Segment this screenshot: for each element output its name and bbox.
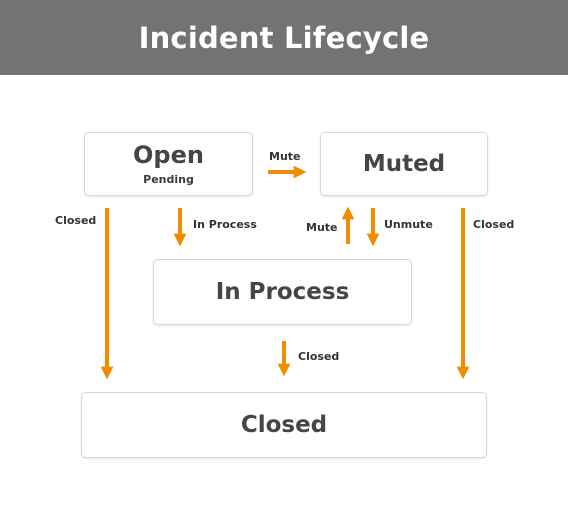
label-in-process-to-closed: Closed [298,350,340,363]
label-open-to-in-process: In Process [193,218,257,231]
state-muted-title: Muted [362,150,446,177]
state-muted: Muted [320,132,488,196]
header-bar: Incident Lifecycle [0,0,568,75]
state-in-process: In Process [153,259,412,325]
label-open-to-muted: Mute [269,150,301,163]
state-closed: Closed [81,392,487,458]
label-in-process-to-muted: Mute [306,221,338,234]
state-open-title: Open [133,140,204,169]
state-open-subtitle: Pending [143,172,194,186]
label-muted-to-in-process: Unmute [384,218,433,231]
label-muted-to-closed: Closed [473,218,515,231]
page-title: Incident Lifecycle [138,20,430,55]
state-open: Open Pending [84,132,253,196]
state-in-process-title: In Process [215,278,350,305]
state-closed-title: Closed [240,411,328,438]
label-open-to-closed: Closed [55,214,97,227]
